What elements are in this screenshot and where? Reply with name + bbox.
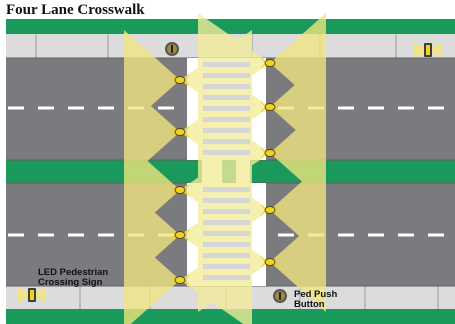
crosswalk-stripe	[203, 128, 250, 133]
lane-dash	[98, 106, 114, 110]
lane-dash	[38, 106, 54, 110]
crosswalk-stripe	[203, 264, 250, 269]
crosswalk-stripes	[203, 62, 250, 280]
page-title: Four Lane Crosswalk	[6, 2, 145, 18]
lane-dash	[338, 233, 354, 237]
crosswalk-stripe	[203, 73, 250, 78]
light-beam	[124, 230, 180, 324]
lane-dash	[68, 233, 84, 237]
ped-push-button-icon	[273, 289, 287, 303]
in-road-warning-light-icon	[260, 256, 280, 268]
in-road-warning-light-icon	[170, 74, 190, 86]
ped-push-button-icon	[165, 42, 179, 56]
crosswalk-stripe	[203, 187, 250, 192]
lane-dash	[428, 233, 444, 237]
lane-dash	[8, 233, 24, 237]
lane-dash	[398, 106, 414, 110]
in-road-warning-light-icon	[170, 274, 190, 286]
lane-dash	[158, 106, 174, 110]
light-beam	[198, 212, 270, 312]
crosswalk-stripe	[203, 275, 250, 280]
crosswalk-stripe	[203, 139, 250, 144]
push-button-label: Ped Push Button	[294, 289, 340, 310]
crosswalk-stripe	[203, 62, 250, 67]
crosswalk-stripe	[203, 242, 250, 247]
in-road-warning-light-icon	[260, 147, 280, 159]
in-road-warning-light-icon	[260, 101, 280, 113]
led-pedestrian-crossing-sign-icon	[414, 42, 442, 58]
crosswalk-stripe	[203, 106, 250, 111]
lane-dash	[338, 106, 354, 110]
crosswalk-stripe	[203, 253, 250, 258]
in-road-warning-light-icon	[260, 57, 280, 69]
led-sign-label: LED Pedestrian Crossing Sign	[38, 267, 111, 288]
crosswalk-stripe	[203, 84, 250, 89]
crosswalk-stripe	[203, 209, 250, 214]
lane-dash	[98, 233, 114, 237]
in-road-warning-lights	[170, 57, 280, 286]
crosswalk-stripe	[203, 198, 250, 203]
crosswalk-stripe	[203, 117, 250, 122]
lane-dash	[368, 233, 384, 237]
crosswalk-stripe	[203, 150, 250, 155]
crosswalk-stripe	[203, 220, 250, 225]
lane-dash	[398, 233, 414, 237]
lane-dash	[278, 233, 294, 237]
light-beam	[270, 212, 326, 312]
lane-dash	[68, 106, 84, 110]
top-grass-strip	[6, 19, 455, 34]
in-road-warning-light-icon	[170, 184, 190, 196]
crosswalk-stripe	[203, 231, 250, 236]
lane-dash	[8, 106, 24, 110]
in-road-warning-light-icon	[170, 126, 190, 138]
in-road-warning-light-icon	[260, 204, 280, 216]
lane-dash	[428, 106, 444, 110]
crosswalk-stripe	[203, 95, 250, 100]
in-road-warning-light-icon	[170, 229, 190, 241]
bottom-grass-strip	[6, 309, 455, 324]
lane-dash	[38, 233, 54, 237]
led-pedestrian-crossing-sign-icon	[18, 287, 46, 303]
lane-dash	[368, 106, 384, 110]
